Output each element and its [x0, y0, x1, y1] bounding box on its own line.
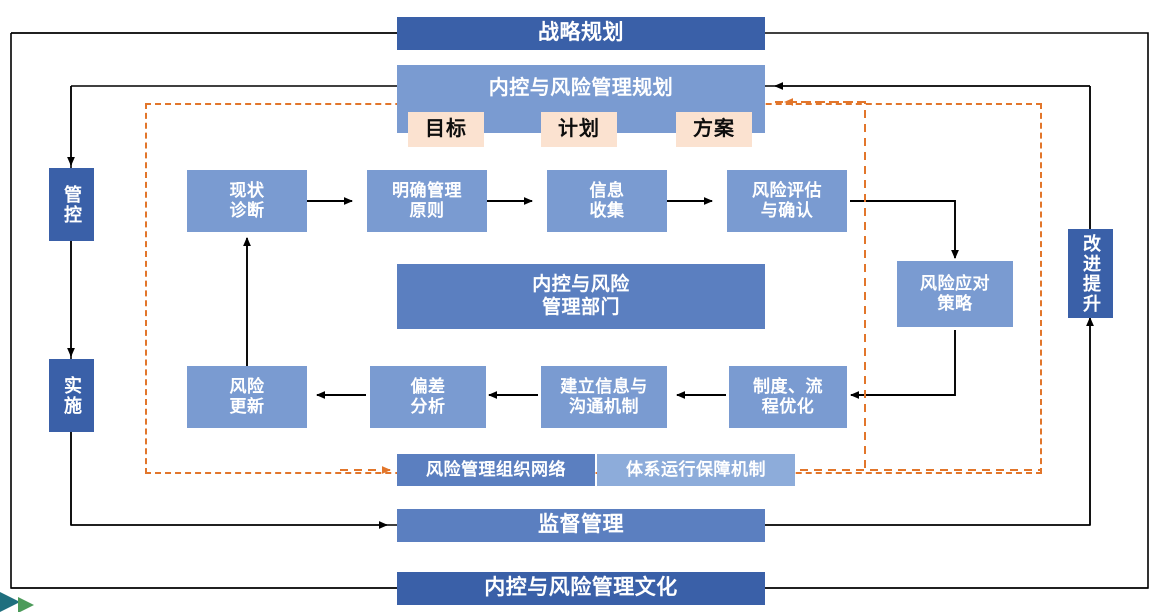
process-box-status-diagnosis[interactable]: 现状 诊断 — [187, 170, 307, 232]
process-label: 偏差 分析 — [410, 376, 446, 416]
logo-mark-green — [18, 597, 34, 612]
support-box-operation-guarantee[interactable]: 体系运行保障机制 — [597, 454, 795, 486]
process-label: 建立信息与 沟通机制 — [560, 376, 648, 416]
department-box[interactable]: 内控与风险 管理部门 — [397, 264, 765, 329]
process-label: 明确管理 原则 — [392, 180, 462, 220]
department-label: 内控与风险 管理部门 — [532, 274, 630, 318]
vertical-box-implement[interactable]: 实施 — [49, 359, 94, 432]
support-box-org-network[interactable]: 风险管理组织网络 — [397, 454, 595, 486]
process-box-deviation-analysis[interactable]: 偏差 分析 — [370, 366, 486, 428]
process-box-info-collection[interactable]: 信息 收集 — [547, 170, 667, 232]
process-box-risk-assessment[interactable]: 风险评估 与确认 — [727, 170, 847, 232]
process-box-risk-response-strategy[interactable]: 风险应对 策略 — [897, 261, 1013, 327]
planning-tag-scheme[interactable]: 方案 — [676, 112, 752, 147]
process-box-communication-mechanism[interactable]: 建立信息与 沟通机制 — [541, 366, 667, 428]
banner-strategy[interactable]: 战略规划 — [397, 17, 765, 50]
process-label: 制度、流 程优化 — [753, 376, 823, 416]
process-box-risk-update[interactable]: 风险 更新 — [187, 366, 307, 428]
planning-tag-plan[interactable]: 计划 — [541, 112, 617, 147]
planning-tag-objective[interactable]: 目标 — [408, 112, 484, 147]
vertical-box-improve[interactable]: 改进提升 — [1068, 229, 1113, 318]
process-box-management-principles[interactable]: 明确管理 原则 — [367, 170, 487, 232]
process-label: 现状 诊断 — [229, 180, 265, 220]
banner-culture[interactable]: 内控与风险管理文化 — [397, 572, 765, 605]
process-label: 信息 收集 — [589, 180, 625, 220]
process-box-process-optimization[interactable]: 制度、流 程优化 — [729, 366, 847, 428]
process-label: 风险 更新 — [229, 376, 265, 416]
logo-mark-teal — [0, 592, 20, 612]
banner-supervision[interactable]: 监督管理 — [397, 509, 765, 542]
process-label: 风险评估 与确认 — [752, 180, 822, 220]
process-label: 风险应对 策略 — [920, 273, 990, 313]
vertical-box-control[interactable]: 管控 — [49, 168, 94, 241]
